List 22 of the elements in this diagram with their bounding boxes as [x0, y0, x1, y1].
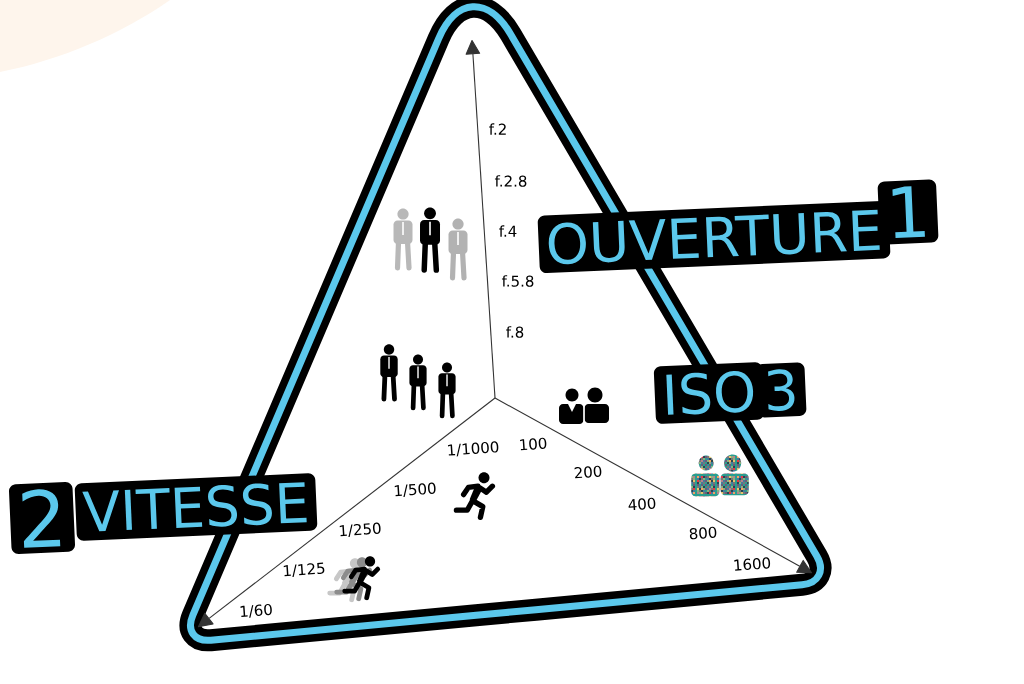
tick-label: f.8 — [506, 326, 524, 338]
tick-label: 800 — [689, 526, 717, 540]
banner-number: 3 — [755, 362, 807, 418]
tick-label: 200 — [574, 465, 602, 479]
tick-label: f.2.8 — [494, 175, 527, 187]
tick-label: 1/125 — [283, 562, 325, 578]
tick-label: 400 — [628, 497, 656, 511]
banner-number: 2 — [9, 482, 75, 554]
banner-label: OUVERTURE — [537, 200, 891, 274]
node-label: OUVERTURE — [548, 209, 880, 265]
tick-label: f.2 — [489, 123, 506, 135]
tick-label: 1/1000 — [447, 441, 499, 457]
tick-label: 1/60 — [240, 603, 272, 618]
banner-label: ISO — [653, 362, 765, 424]
tick-label: 100 — [520, 437, 547, 451]
tick-label: f.4 — [499, 225, 517, 237]
tick-label: 1600 — [734, 557, 771, 571]
banner-label: VITESSE — [74, 473, 318, 541]
banner-number: 1 — [877, 179, 939, 245]
tick-label: 1/500 — [394, 482, 436, 498]
tick-label: 1/250 — [339, 522, 381, 538]
tick-label: f.5.8 — [501, 275, 534, 287]
